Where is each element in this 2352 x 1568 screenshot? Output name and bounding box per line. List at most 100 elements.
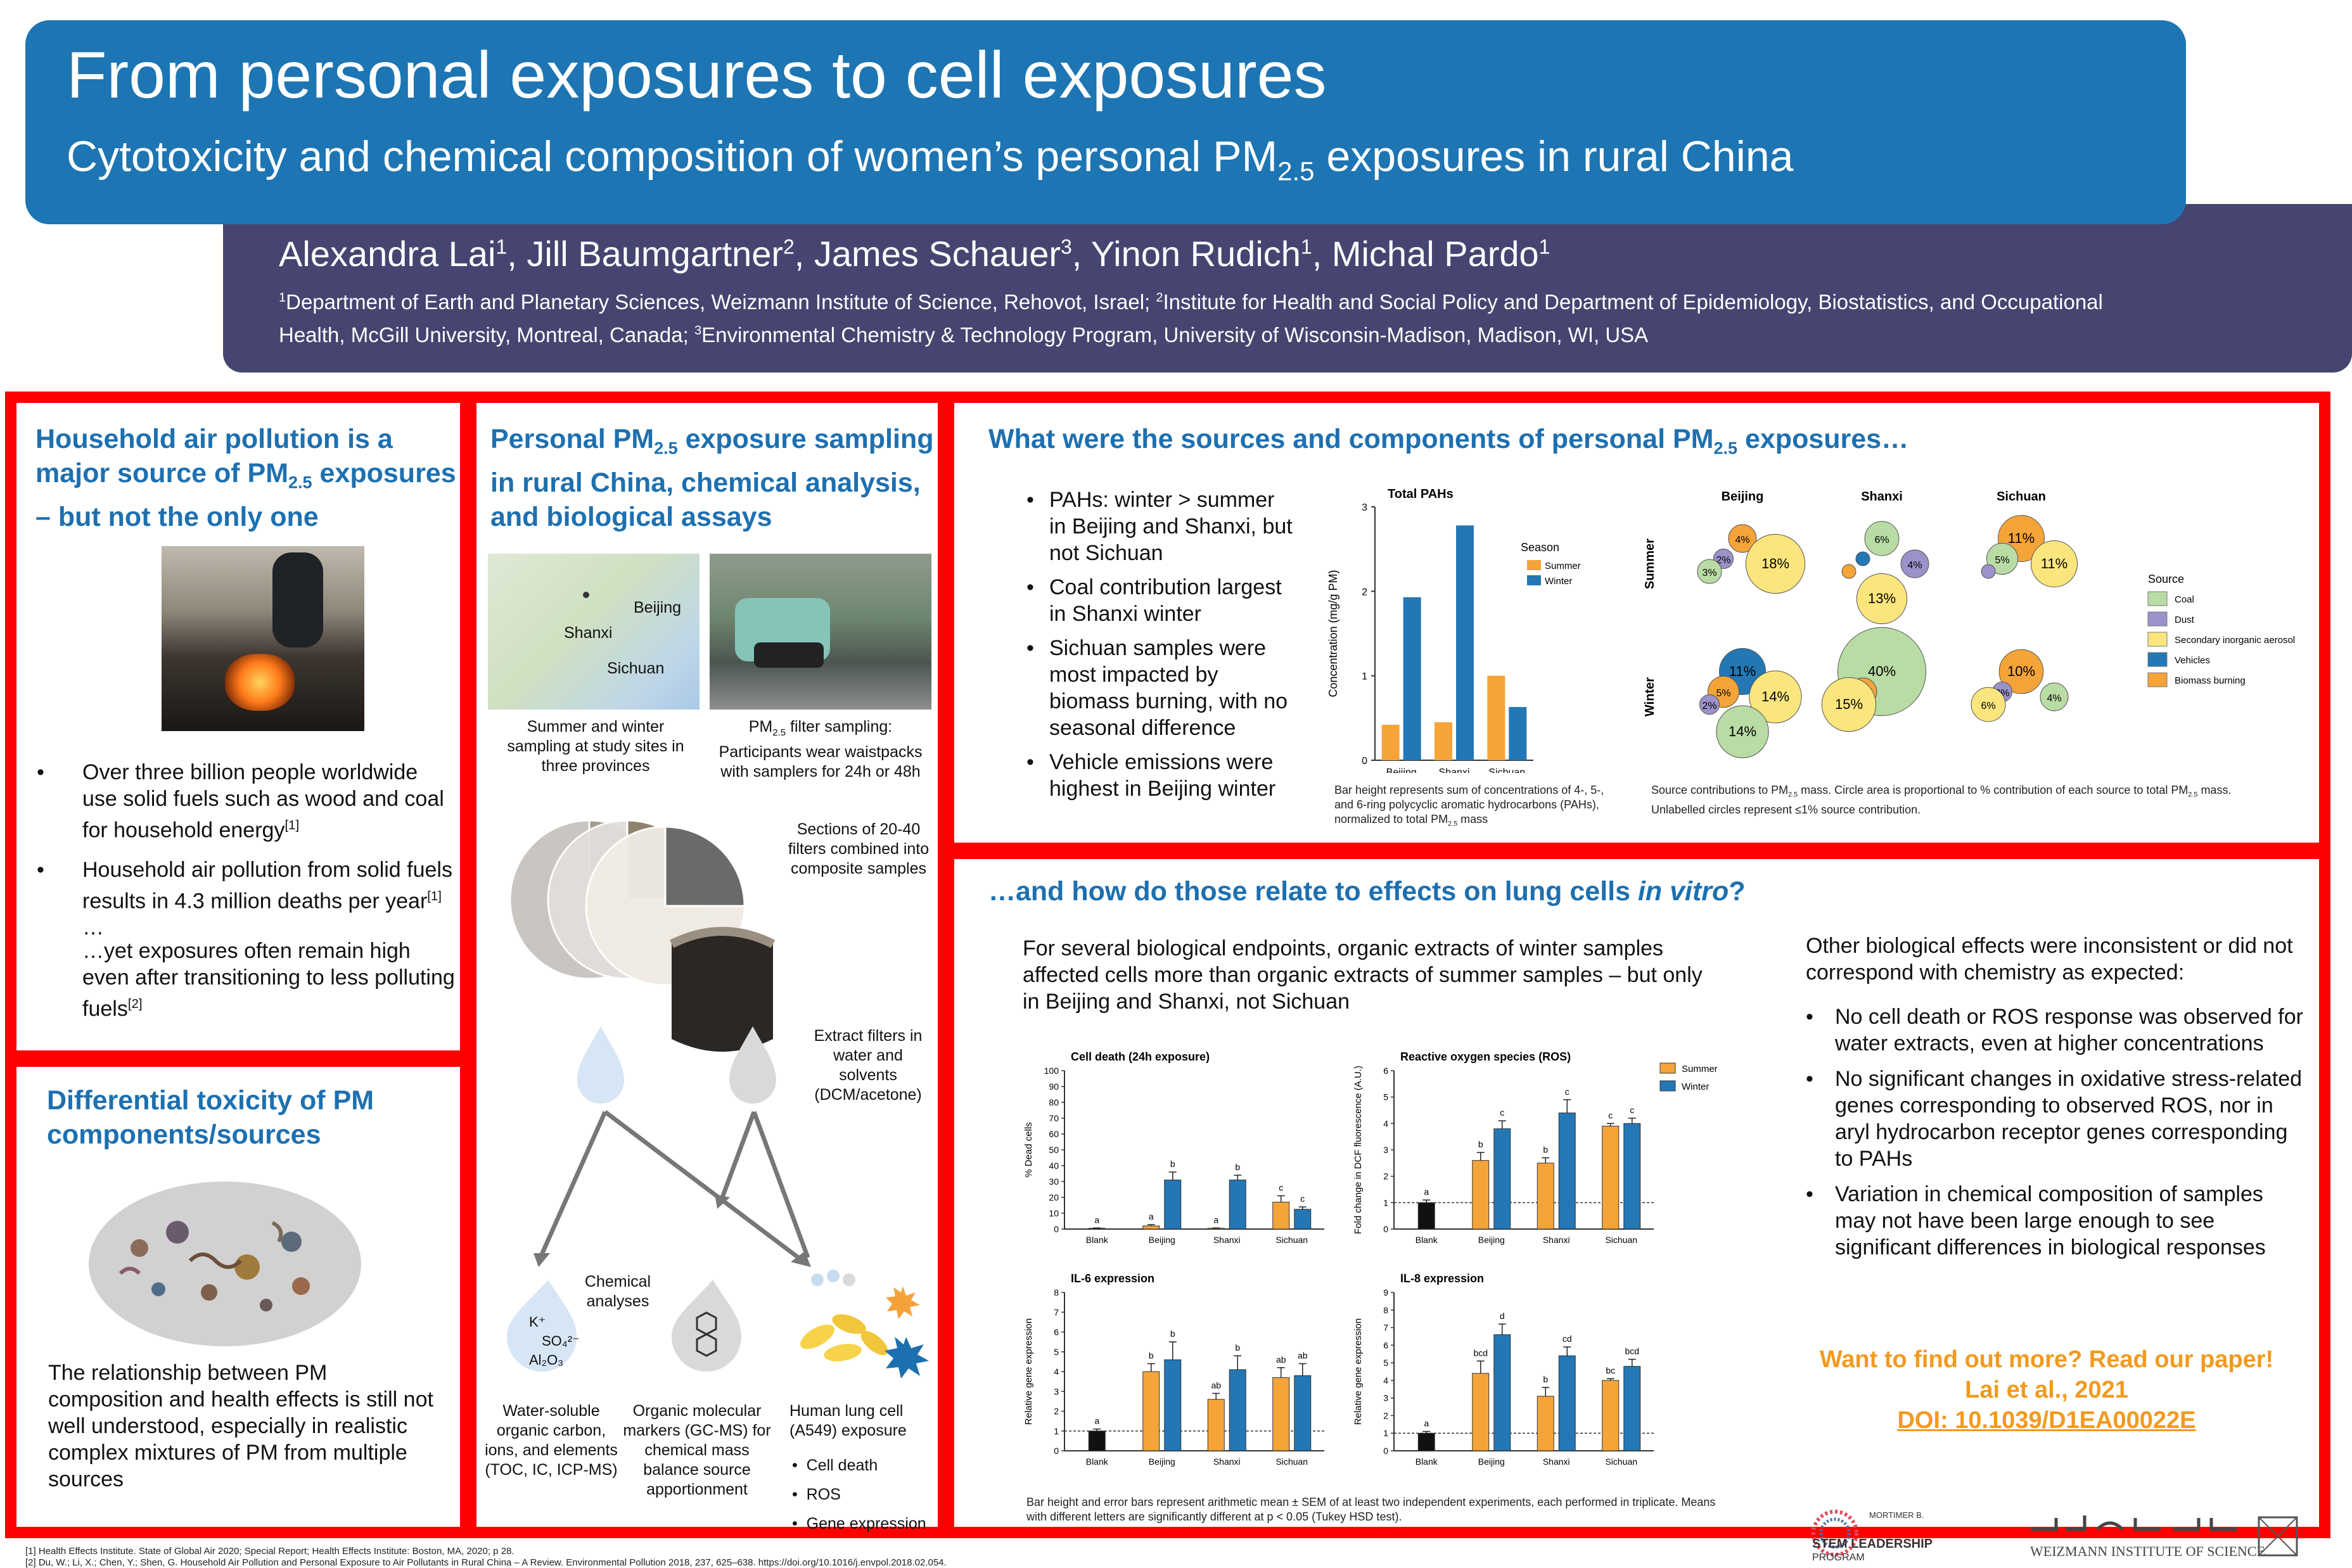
bubble-label: 4%: [2047, 693, 2061, 704]
bubble-label: 4%: [1907, 560, 1922, 571]
pm-mixture-illustration: [89, 1182, 361, 1346]
ros-bar-blank: [1417, 1202, 1435, 1230]
ros-y-tick-label: 1: [1383, 1197, 1388, 1208]
bubble-label: 6%: [1874, 535, 1889, 545]
divider-col2: [938, 392, 954, 1538]
bubble-dust: [1900, 549, 1929, 578]
il6-bar-blank: [1088, 1431, 1106, 1451]
bubble-secondary-inorganic-aerosol: [1821, 677, 1877, 732]
divider-right: [938, 843, 2330, 859]
il8-significance-letter: cd: [1563, 1334, 1572, 1344]
pah-chart-title: Total PAHs: [1388, 487, 1454, 501]
bubble-legend-label: Secondary inorganic aerosol: [2175, 635, 2295, 646]
ros-significance-letter: c: [1608, 1110, 1613, 1120]
il6-y-tick-label: 6: [1054, 1327, 1059, 1337]
reference-1: [1] Health Effects Institute. State of G…: [25, 1546, 514, 1557]
pah-legend-swatch: [1527, 560, 1541, 570]
il6-significance-letter: ab: [1276, 1354, 1286, 1365]
bubble-label: 11%: [2041, 556, 2068, 571]
beijing-marker-icon: [583, 592, 589, 598]
pah-legend-label: Winter: [1545, 576, 1572, 587]
bubble-legend-label: Biomass burning: [2175, 675, 2246, 686]
bubble-label: 4%: [1735, 535, 1749, 545]
cell-death-bar-summer: [1272, 1202, 1290, 1230]
ros-chart: Reactive oxygen species (ROS)0123456Fold…: [1353, 1050, 1717, 1245]
il6-bar-winter: [1164, 1359, 1182, 1451]
cap-map: Summer and winter sampling at study site…: [507, 718, 684, 775]
ros-bar-winter: [1623, 1123, 1641, 1230]
bubble-row-label: Winter: [1643, 677, 1657, 717]
cell-death-significance-letter: b: [1170, 1159, 1175, 1169]
cell-death-bar-winter: [1229, 1180, 1246, 1230]
bubble-secondary-inorganic-aerosol: [2031, 540, 2078, 587]
bubble-label: 2%: [1702, 701, 1716, 711]
il6-x-tick-label: Beijing: [1149, 1456, 1175, 1467]
cap-extract: Extract filters in water and solvents (D…: [814, 1027, 923, 1104]
ros-significance-letter: c: [1500, 1107, 1504, 1118]
cell-death-y-label: % Dead cells: [1023, 1122, 1034, 1178]
cell-death-significance-letter: c: [1300, 1194, 1305, 1204]
title-banner: [25, 20, 2186, 224]
bubble-dust: [1981, 564, 1996, 579]
bubble-coal: [1986, 542, 2019, 575]
sec1-bullet-dot-2: •: [37, 858, 44, 882]
il8-significance-letter: d: [1500, 1311, 1505, 1321]
bubble-col-label: Beijing: [1722, 490, 1764, 504]
il8-y-tick-label: 6: [1383, 1340, 1388, 1350]
bubble-secondary-inorganic-aerosol: [1749, 670, 1802, 723]
cell-death-y-tick-label: 90: [1049, 1081, 1059, 1092]
water-extract-icon: [507, 1280, 577, 1372]
pah-legend-swatch: [1527, 575, 1541, 585]
ros-bar-winter: [1493, 1128, 1511, 1230]
il8-x-tick-label: Shanxi: [1543, 1456, 1570, 1467]
stem-logo-text-a: MORTIMER B.: [1869, 1510, 1924, 1520]
cell-death-y-tick-label: 50: [1049, 1145, 1059, 1155]
doi-link[interactable]: DOI: 10.1039/D1EA00022E: [1897, 1407, 2196, 1434]
il6-y-tick-label: 2: [1054, 1406, 1059, 1417]
other-effects-bullets: •No cell death or ROS response was obser…: [1806, 1005, 2303, 1259]
sec5-title: …and how do those relate to effects on l…: [988, 876, 1746, 907]
il6-y-tick-label: 7: [1054, 1307, 1059, 1317]
cell-death-x-tick-label: Beijing: [1149, 1235, 1175, 1245]
il8-y-tick-label: 4: [1383, 1375, 1388, 1386]
il8-y-tick-label: 8: [1383, 1305, 1388, 1315]
bubble-legend-swatch: [2147, 611, 2168, 627]
il8-y-label: Relative gene expression: [1353, 1318, 1364, 1425]
cell-death-y-tick-label: 10: [1049, 1208, 1059, 1218]
cell-death-y-tick-label: 40: [1049, 1161, 1059, 1171]
il8-bar-summer: [1472, 1373, 1490, 1451]
il6-bar-winter: [1294, 1375, 1312, 1451]
il8-significance-letter: bcd: [1473, 1348, 1488, 1358]
cell-death-significance-letter: a: [1094, 1214, 1099, 1225]
il6-significance-letter: b: [1235, 1342, 1240, 1353]
il6-x-tick-label: Blank: [1086, 1456, 1109, 1467]
bubble-legend-title: Source: [2148, 573, 2184, 585]
affiliations-line-1: 1Department of Earth and Planetary Scien…: [279, 290, 2103, 314]
ros-legend-label: Winter: [1682, 1081, 1709, 1092]
ros-y-tick-label: 2: [1383, 1171, 1388, 1182]
weizmann-crest-icon: [2258, 1516, 2298, 1557]
cell-death-y-tick-label: 0: [1054, 1224, 1059, 1234]
il6-significance-letter: a: [1094, 1416, 1099, 1426]
stem-logo-text-c: PROGRAM: [1812, 1552, 1865, 1563]
burst-blue-icon: [885, 1337, 929, 1379]
cell-death-y-tick-label: 100: [1044, 1066, 1059, 1076]
sec1-title: Household air pollution is a major sourc…: [35, 424, 456, 532]
pah-y-tick-label: 2: [1362, 587, 1367, 597]
sec2-title: Differential toxicity of PM components/s…: [47, 1085, 374, 1150]
map-label-beijing: Beijing: [634, 599, 682, 616]
ros-y-tick-label: 4: [1383, 1118, 1388, 1128]
reference-2: [2] Du, W.; Li, X.; Chen, Y.; Shen, G. H…: [25, 1557, 947, 1568]
cell-death-y-tick-label: 30: [1049, 1176, 1059, 1187]
cell-death-x-tick-label: Shanxi: [1213, 1235, 1241, 1245]
cap-cells: Human lung cell (A549) exposure: [789, 1402, 907, 1439]
lung-cells-icon: [800, 1270, 888, 1361]
ros-bar-summer: [1537, 1163, 1554, 1230]
ros-y-tick-label: 3: [1383, 1145, 1388, 1155]
il8-y-tick-label: 2: [1383, 1410, 1388, 1420]
il6-y-tick-label: 3: [1054, 1386, 1059, 1396]
bubble-biomass-burning: [1728, 524, 1757, 553]
il6-significance-letter: ab: [1211, 1380, 1221, 1390]
